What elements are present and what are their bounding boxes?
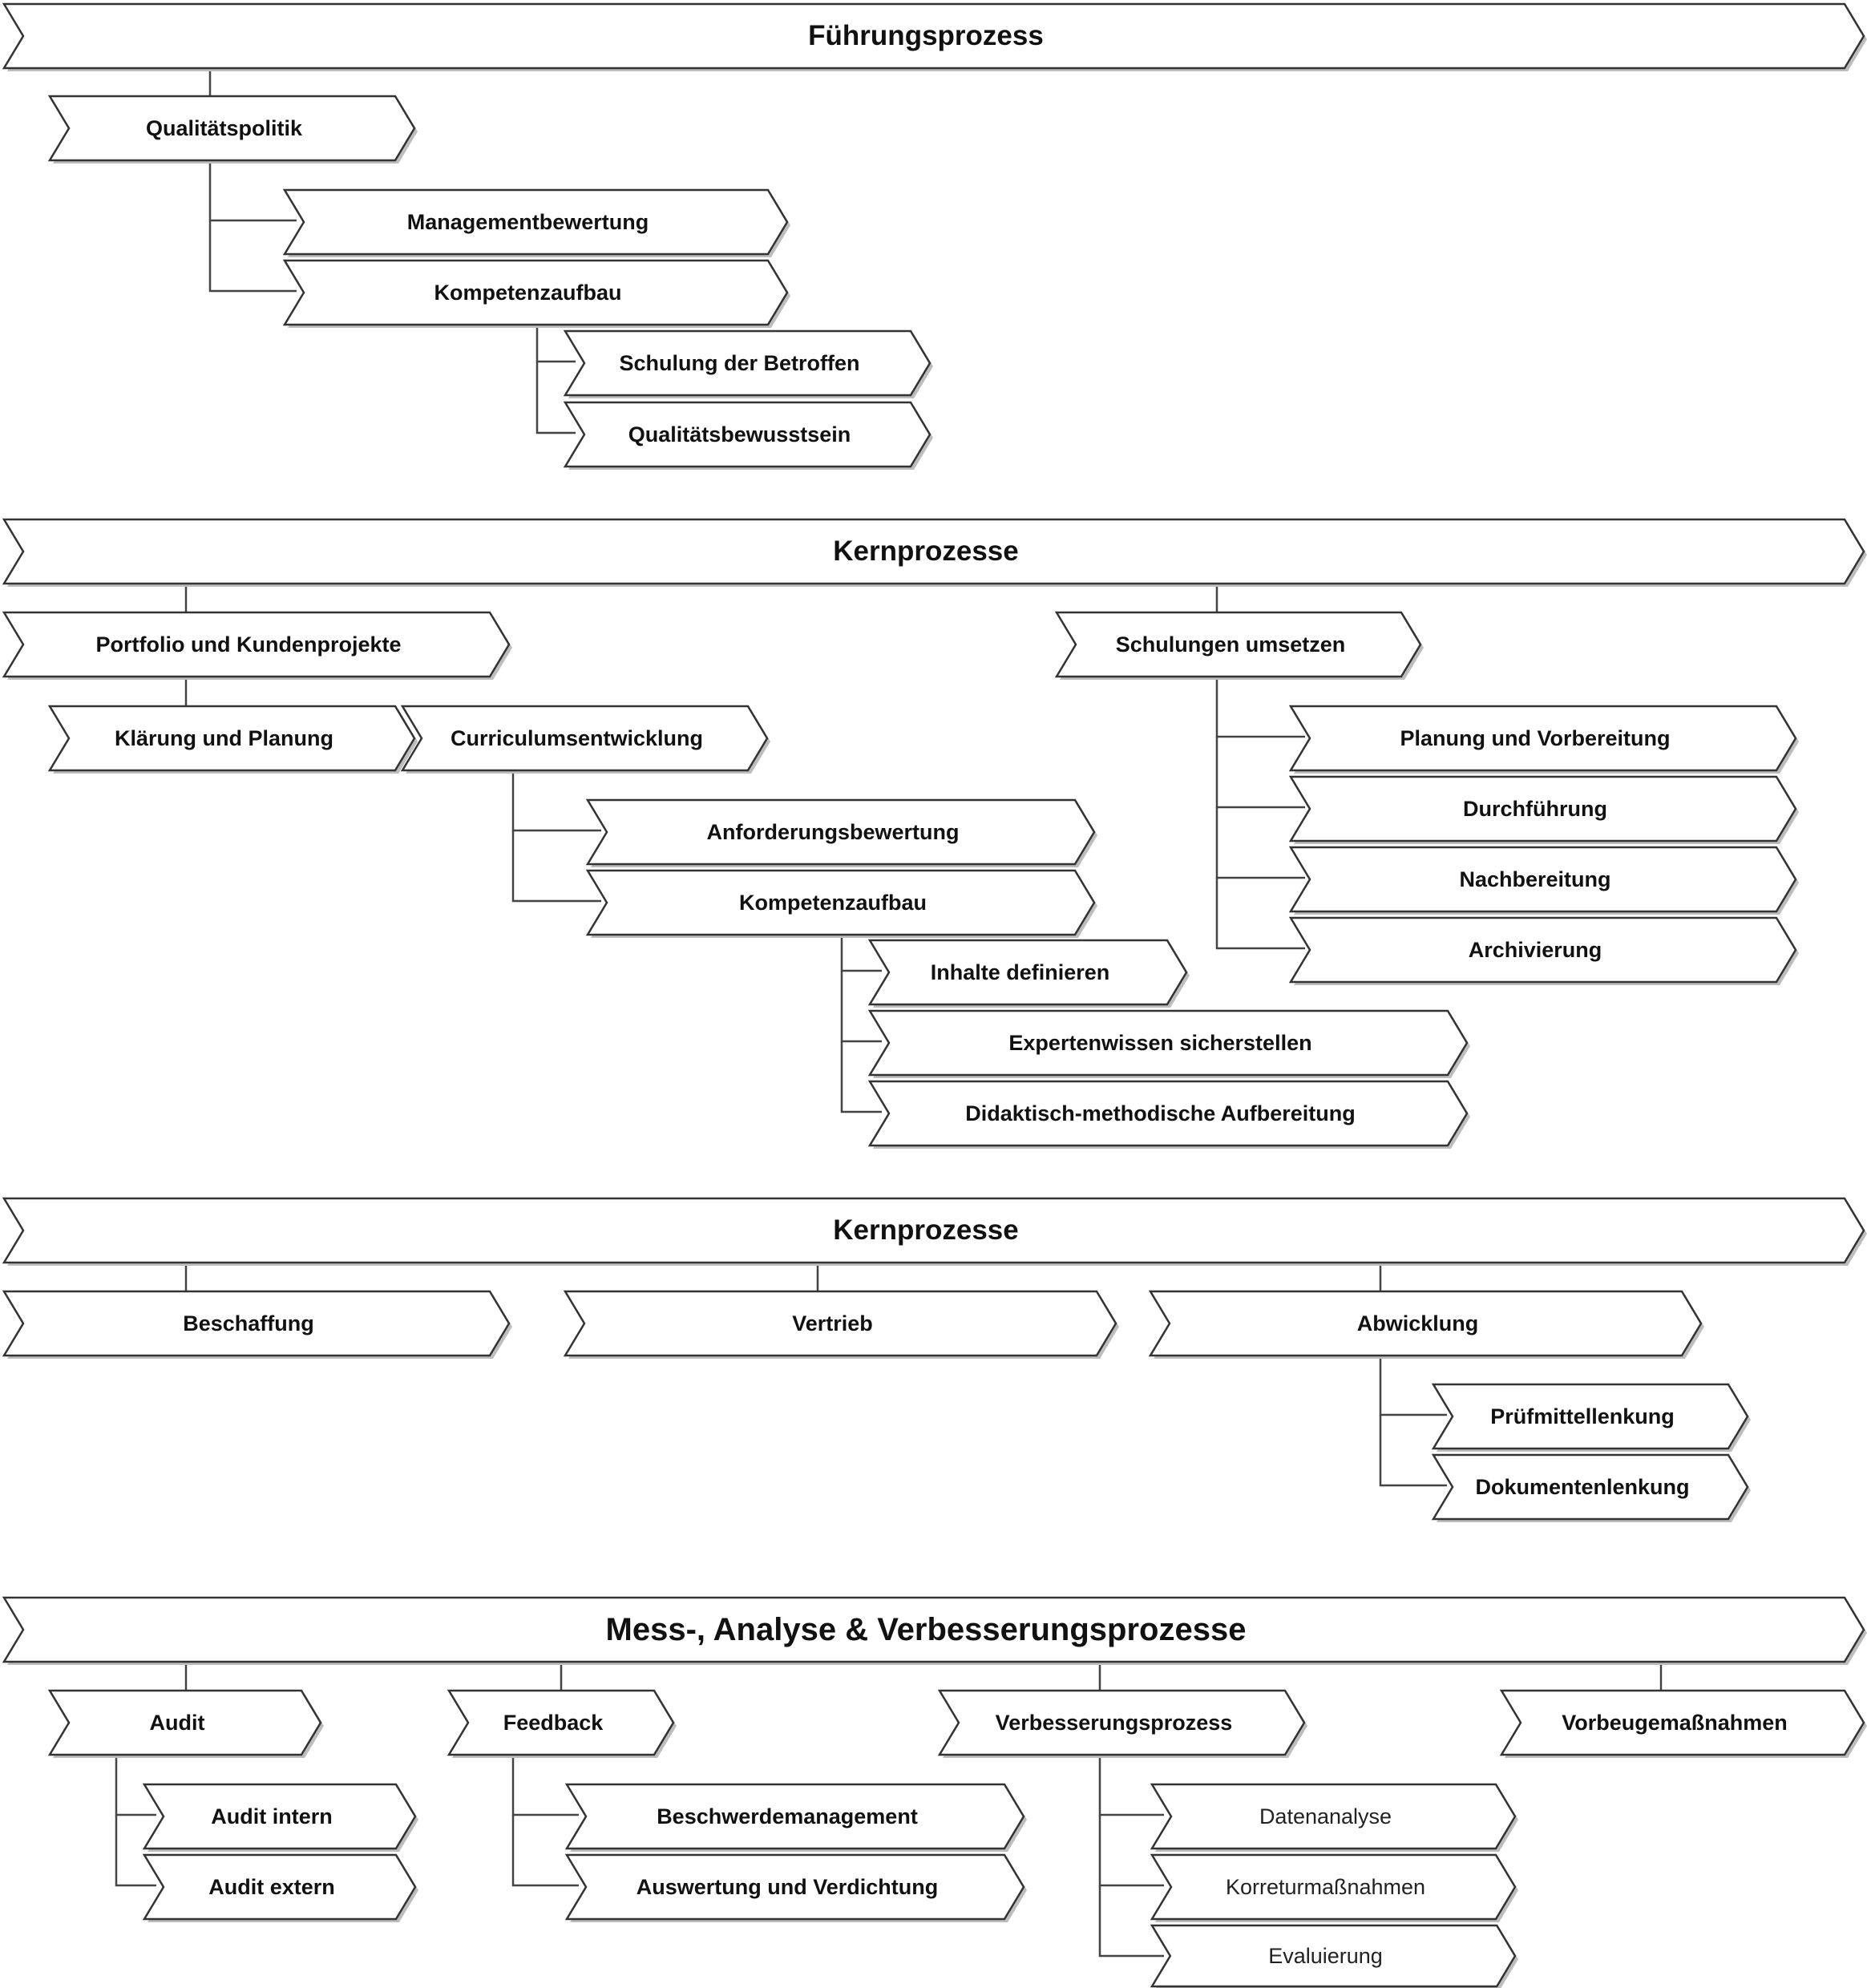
chevron-shape: [564, 1853, 1025, 1921]
chevron-shape: [1288, 846, 1797, 913]
connector-line: [1379, 1415, 1447, 1487]
connector-lines: [115, 68, 1663, 1958]
chevron-shape: [2, 1197, 1865, 1264]
chevron-shape: [563, 329, 931, 397]
chevron-shape: [564, 1783, 1025, 1850]
chevron-shape: [2, 518, 1865, 585]
connector-line: [1098, 1815, 1164, 1887]
chevron-shape: [1431, 1453, 1749, 1521]
connector-line: [115, 1815, 156, 1887]
chevron-shape: [282, 188, 789, 256]
connector-line: [208, 160, 297, 222]
connector-line: [1098, 1885, 1164, 1958]
chevron-shape: [2, 1596, 1865, 1663]
chevron-shape: [2, 1290, 511, 1357]
chevron-shape: [1288, 775, 1797, 842]
chevron-shape: [1288, 916, 1797, 984]
chevron-shape: [1150, 1853, 1517, 1921]
chevron-shape: [2, 2, 1865, 70]
chevron-shape: [867, 939, 1188, 1006]
chevron-shape: [1431, 1383, 1749, 1450]
chevron-shape: [1150, 1924, 1517, 1988]
chevron-shape: [867, 1009, 1469, 1077]
chevron-shape: [1499, 1689, 1865, 1756]
chevron-shape: [47, 1689, 322, 1756]
chevron-shape: [1150, 1783, 1517, 1850]
chevron-shape: [937, 1689, 1306, 1756]
chevron-shape: [563, 401, 931, 468]
chevron-shape: [563, 1290, 1117, 1357]
connector-line: [511, 1815, 579, 1887]
chevron-shape: [1288, 705, 1797, 772]
connector-line: [535, 362, 576, 434]
connector-line: [840, 1041, 882, 1113]
chevron-shape: [47, 705, 416, 772]
connector-line: [1215, 807, 1305, 879]
chevron-shape: [400, 705, 769, 772]
connector-line: [208, 220, 297, 293]
chevron-shape: [1148, 1290, 1703, 1357]
chevron-shape: [2, 611, 511, 678]
chevron-shape: [1054, 611, 1422, 678]
connector-line: [1215, 737, 1305, 809]
connector-line: [511, 830, 601, 903]
chevron-shape: [867, 1080, 1469, 1147]
chevron-shape: [585, 869, 1096, 936]
chevron-shape: [47, 95, 416, 162]
chevron-shape: [585, 798, 1096, 866]
chevron-shape: [142, 1853, 417, 1921]
chevron-shape: [142, 1783, 417, 1850]
connector-line: [1215, 878, 1305, 950]
chevron-shape: [447, 1689, 675, 1756]
chevron-shape: [282, 259, 789, 326]
